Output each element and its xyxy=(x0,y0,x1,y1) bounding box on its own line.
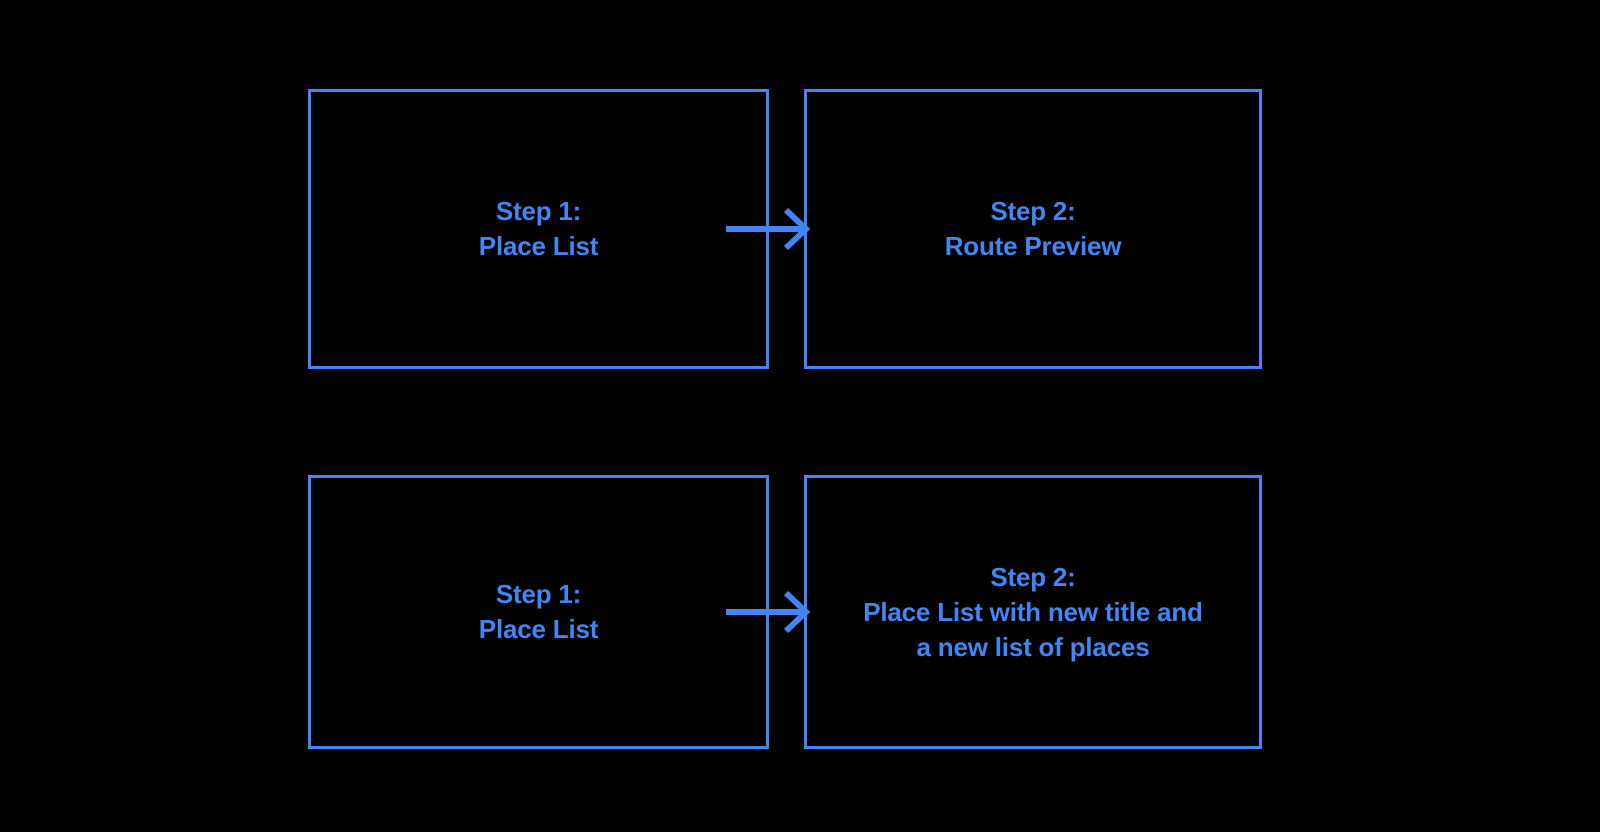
step-box-label: Step 1: Place List xyxy=(478,196,599,261)
flow-row-updated-place-list: Step 1: Place List Step 2: Place List wi… xyxy=(0,475,1600,749)
step-box-2-route-preview[interactable]: Step 2: Route Preview xyxy=(804,89,1262,369)
step-box-label: Step 2: Route Preview xyxy=(944,196,1122,261)
flow-row-route-preview: Step 1: Place List Step 2: Route Preview xyxy=(0,89,1600,369)
step-box-label: Step 2: Place List with new title and a … xyxy=(863,561,1203,662)
step-box-1-place-list[interactable]: Step 1: Place List xyxy=(308,89,769,369)
step-box-2-updated-place-list[interactable]: Step 2: Place List with new title and a … xyxy=(804,475,1262,749)
step-box-label: Step 1: Place List xyxy=(478,579,599,644)
step-box-1-place-list[interactable]: Step 1: Place List xyxy=(308,475,769,749)
arrow-right-icon xyxy=(726,206,811,252)
arrow-right-icon xyxy=(726,589,811,635)
